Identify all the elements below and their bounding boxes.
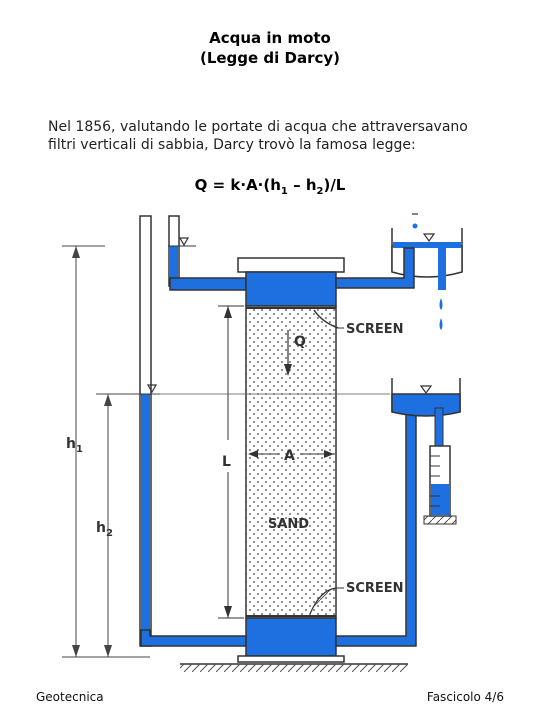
ground — [180, 663, 408, 672]
label-h1: h1 — [66, 436, 83, 455]
outlet-pipe-right — [335, 407, 417, 647]
sand-column — [237, 257, 345, 663]
footer-right: Fascicolo 4/6 — [426, 690, 504, 704]
formula-mid: – h — [287, 176, 317, 194]
page-title: Acqua in moto (Legge di Darcy) — [0, 28, 540, 68]
intro-paragraph: Nel 1856, valutando le portate di acqua … — [48, 118, 518, 154]
label-screen-top: SCREEN — [346, 322, 404, 337]
label-q: Q — [294, 334, 306, 350]
bottom-pipe-left — [140, 629, 247, 647]
label-l: L — [222, 454, 231, 470]
formula-main: Q = k·A·(h — [194, 176, 281, 194]
inlet-reservoir — [335, 213, 463, 330]
darcy-apparatus-diagram: L A Q SAND SCREEN SCREEN — [62, 213, 463, 672]
graduated-cylinder — [423, 445, 457, 525]
formula-sub-2: 2 — [316, 186, 324, 197]
formula-end: )/L — [323, 176, 346, 194]
water-level-marker-h2 — [146, 384, 158, 394]
intro-line-2: filtri verticali di sabbia, Darcy trovò … — [48, 137, 416, 153]
inlet-pipe — [168, 215, 247, 291]
h1-dimension — [62, 245, 150, 658]
intro-line-1: Nel 1856, valutando le portate di acqua … — [48, 119, 468, 135]
label-a: A — [284, 448, 295, 464]
footer-left: Geotecnica — [36, 690, 104, 704]
outlet-reservoir — [152, 378, 461, 449]
title-line-2: (Legge di Darcy) — [199, 49, 341, 67]
darcy-formula: Q = k·A·(h1 – h2)/L — [0, 176, 540, 197]
title-line-1: Acqua in moto — [209, 29, 331, 47]
a-dimension — [248, 450, 334, 458]
formula-sub-1: 1 — [280, 186, 288, 197]
l-dimension — [218, 305, 244, 619]
label-h2: h2 — [96, 520, 113, 539]
label-sand: SAND — [268, 517, 309, 532]
label-screen-bottom: SCREEN — [346, 581, 404, 596]
